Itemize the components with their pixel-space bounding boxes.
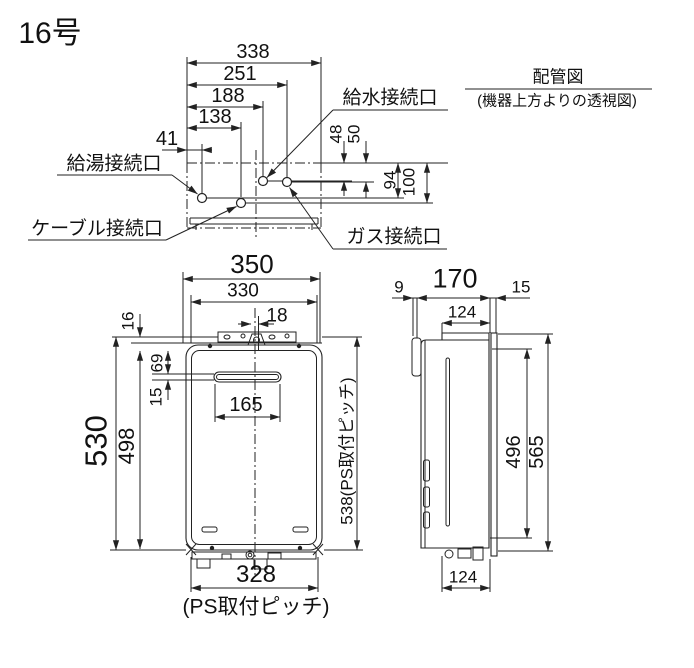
label-ps-pitch-note: (PS取付ピッチ) [182, 595, 330, 619]
dim-15-side: 15 [511, 277, 531, 297]
dim-338: 338 [236, 41, 270, 63]
dim-124-top: 124 [447, 302, 477, 322]
label-cable-port: ケーブル接続口 [31, 218, 163, 240]
dim-9: 9 [394, 277, 404, 297]
dim-48: 48 [326, 124, 346, 144]
dim-530: 530 [78, 415, 114, 467]
dim-165: 165 [229, 394, 263, 416]
water-supply-port-circle [257, 175, 269, 187]
dim-94: 94 [380, 170, 400, 190]
dim-50: 50 [344, 124, 364, 144]
side-view-linework [392, 294, 553, 592]
dim-41: 41 [155, 128, 179, 150]
label-water-supply-port: 給水接続口 [342, 87, 438, 109]
dim-350: 350 [230, 249, 274, 279]
page-title: 16号 [18, 17, 82, 50]
dim-170: 170 [432, 263, 478, 294]
cable-port-circle [235, 197, 247, 209]
label-gas-port: ガス接続口 [346, 226, 442, 248]
dim-100: 100 [399, 167, 419, 197]
piping-view-linework [28, 57, 652, 250]
front-view-linework [110, 272, 363, 592]
dim-124-bottom: 124 [448, 567, 478, 587]
dim-138: 138 [198, 106, 232, 128]
dim-251: 251 [223, 63, 257, 85]
label-hot-water-port: 給湯接続口 [66, 153, 162, 175]
dim-565: 565 [526, 435, 548, 469]
dim-15-front: 15 [146, 387, 166, 407]
dim-188: 188 [211, 85, 245, 107]
dim-330: 330 [227, 280, 259, 302]
piping-view-subheading: (機器上方よりの透視図) [477, 92, 637, 110]
dim-498: 498 [114, 427, 139, 465]
dim-538-ps-pitch: 538(PS取付ピッチ) [337, 377, 357, 525]
dim-496: 496 [503, 435, 525, 469]
dim-18: 18 [266, 305, 288, 327]
gas-port-circle [281, 176, 293, 188]
dim-16: 16 [118, 311, 138, 331]
piping-view-heading: 配管図 [532, 67, 584, 87]
dim-328: 328 [235, 561, 277, 588]
hot-water-port-circle [196, 192, 208, 204]
dim-69: 69 [147, 353, 167, 373]
